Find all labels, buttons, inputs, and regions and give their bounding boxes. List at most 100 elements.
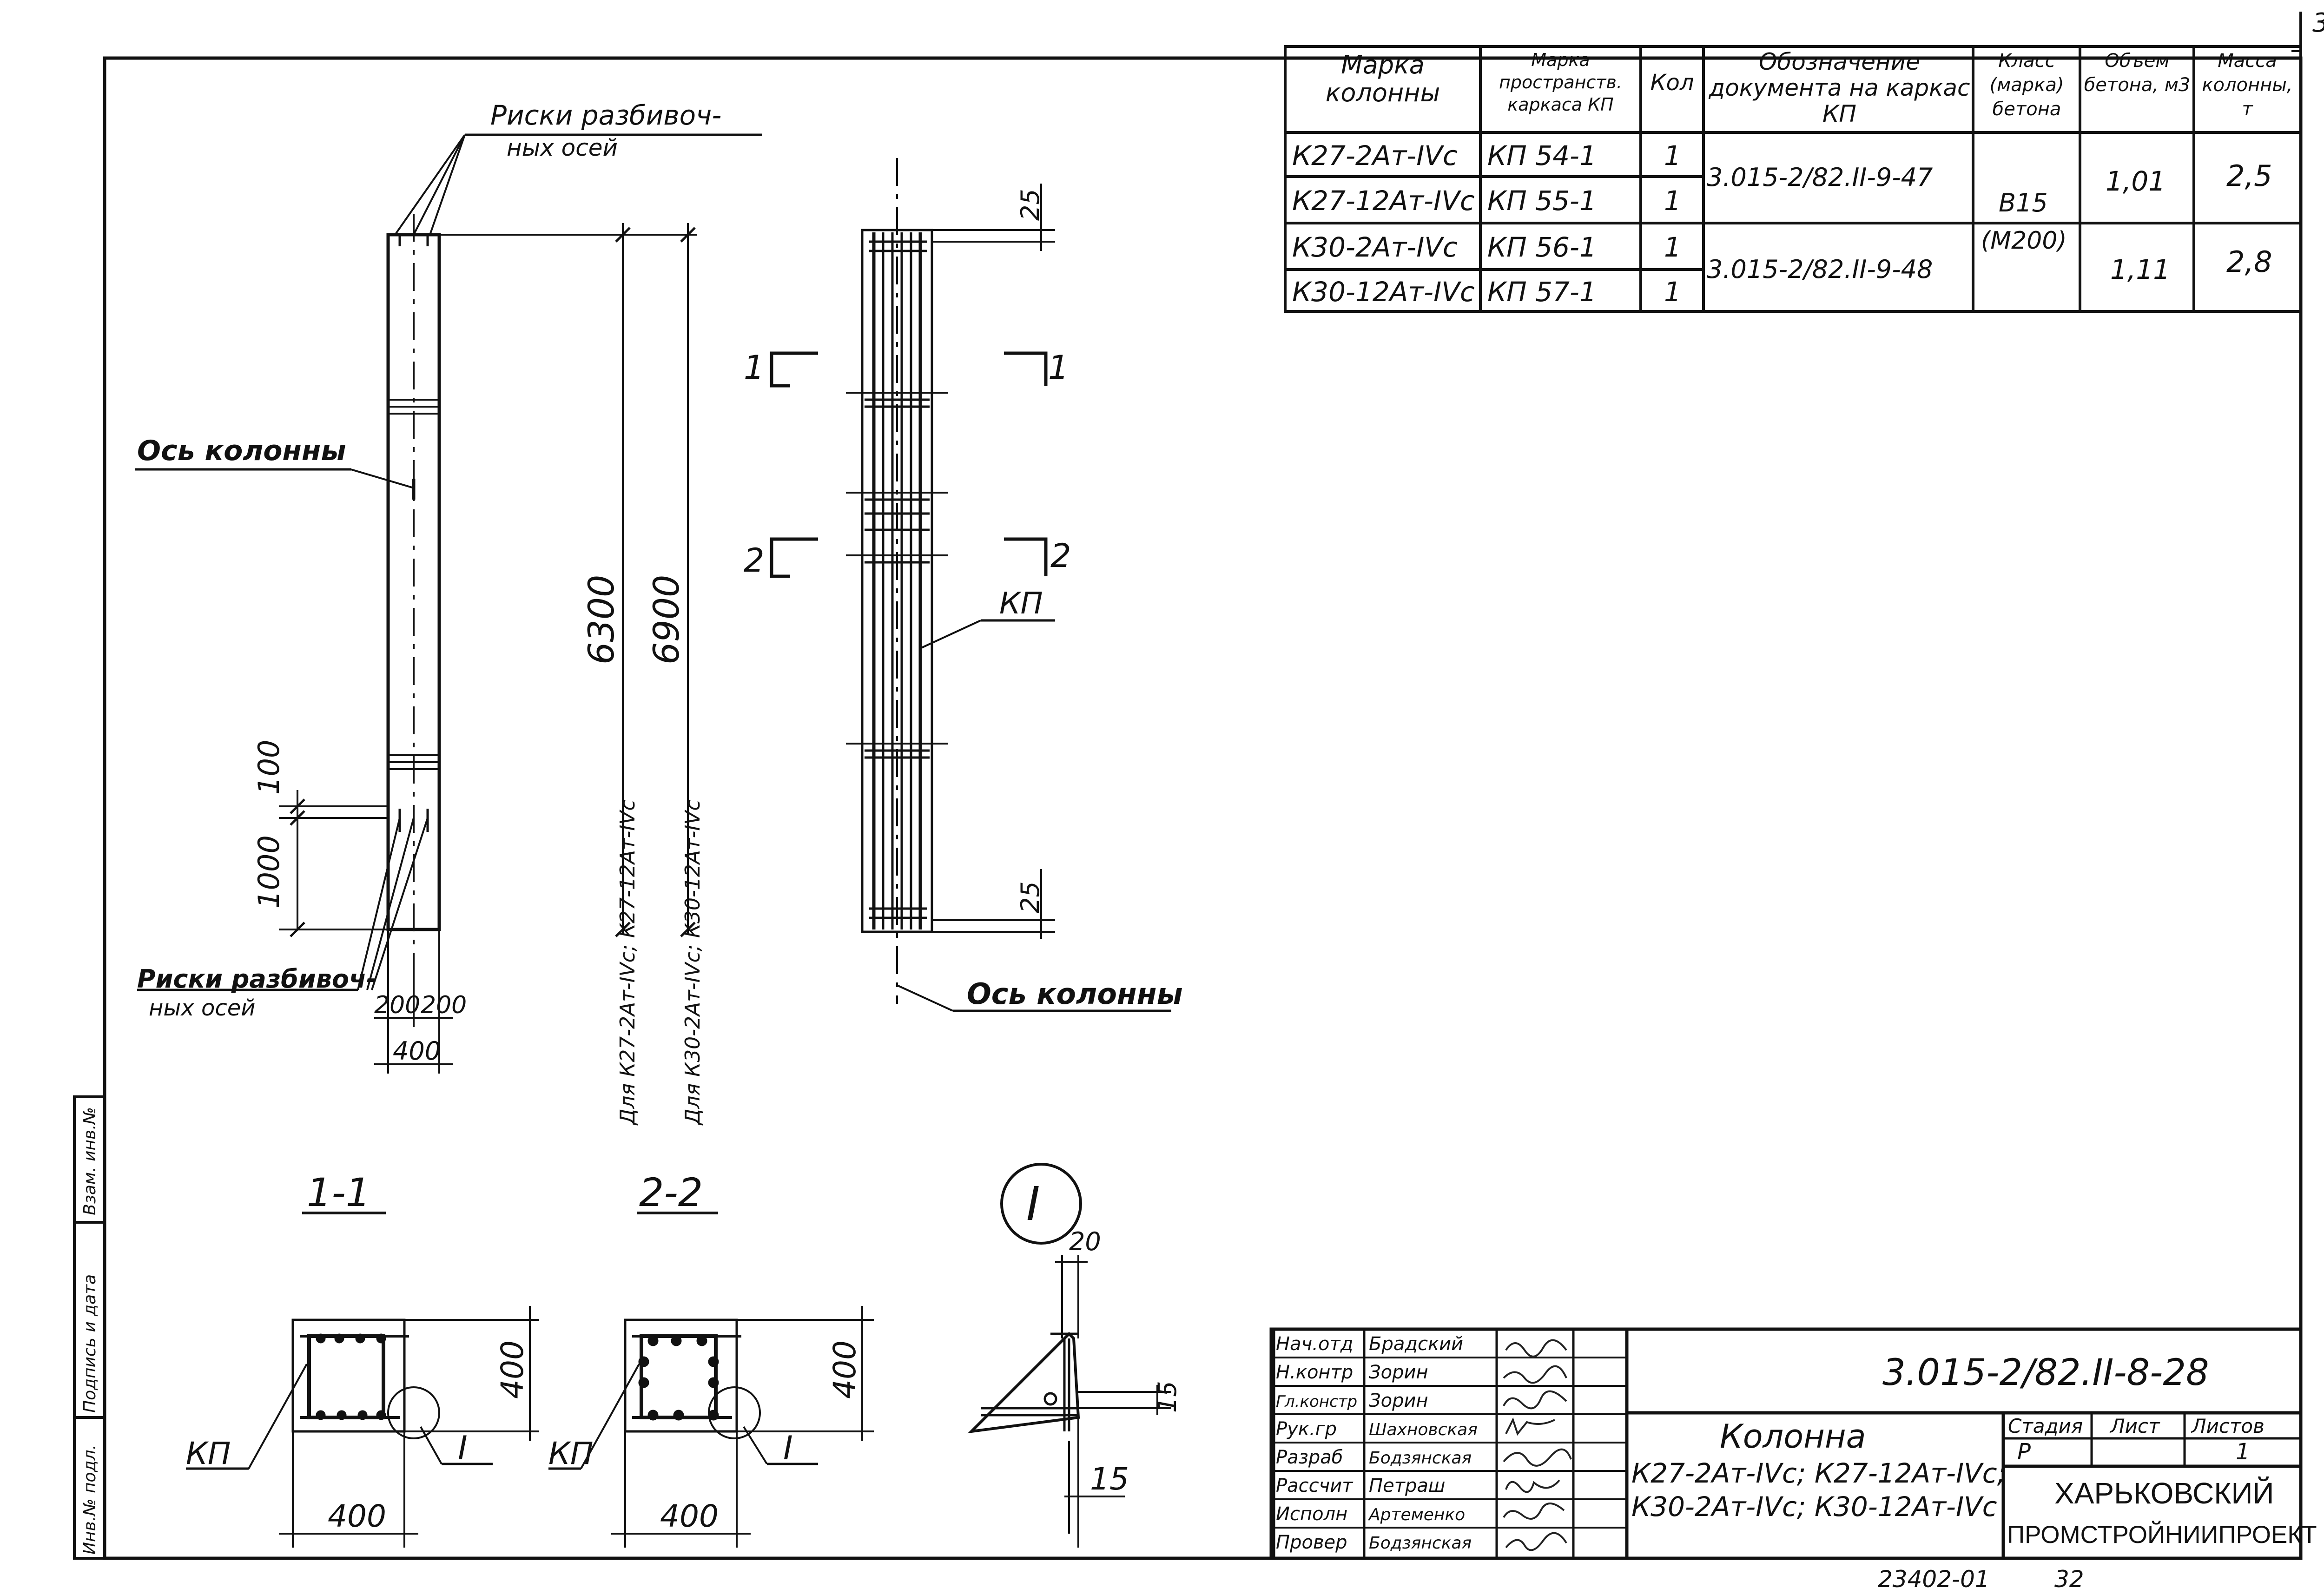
section-mark-1-right: 1 — [1048, 349, 1069, 387]
section-2-dim-400-vertical: 400 — [827, 1340, 863, 1399]
spec-table-headers: Марка колонны Марка пространств. каркаса… — [1326, 49, 2293, 127]
section-2-kp-label: КП — [548, 1436, 594, 1471]
header-concrete-volume: Объем бетона, м3 — [2084, 50, 2191, 96]
note-6900: Для К30-2Ат-IVс; К30-12Ат-IVс — [681, 799, 705, 1126]
organization-line2: ПРОМСТРОЙНИИПРОЕКТ — [2007, 1520, 2317, 1549]
header-quantity: Кол — [1650, 70, 1694, 96]
role-calculated: Рассчит — [1276, 1475, 1353, 1496]
table-row-frame: КП 56-1 — [1487, 231, 1597, 263]
dim-6900: 6900 — [646, 575, 687, 665]
section-mark-2-left: 2 — [744, 541, 765, 580]
name-executed: Артеменко — [1368, 1505, 1465, 1524]
dim-6300: 6300 — [581, 575, 622, 665]
name-head-dept: Брадский — [1369, 1333, 1463, 1355]
strip-signature-date: Подпись и дата — [80, 1274, 99, 1413]
dim-200-left: 200 — [374, 991, 420, 1019]
footer-page-number: 32 — [2054, 1566, 2084, 1593]
column-axis-label: Ось колонны — [137, 435, 346, 467]
stage-value: Р — [2017, 1439, 2031, 1465]
header-frame-mark: Марка пространств. каркаса КП — [1499, 50, 1622, 115]
header-column-mass: Масса колонны, т — [2202, 50, 2293, 120]
table-row-qty: 1 — [1664, 140, 1681, 171]
table-doc-1: 3.015-2/82.II-9-47 — [1707, 163, 1933, 192]
column-axis-label-2: Ось колонны — [967, 977, 1183, 1011]
section-mark-1-left: 1 — [744, 349, 765, 387]
table-row-column: К27-2Ат-IVс — [1292, 140, 1458, 171]
section-views — [186, 1212, 874, 1548]
node-detail — [967, 1163, 1171, 1548]
sheet-frame — [103, 12, 2303, 1560]
role-group-lead: Рук.гр — [1276, 1418, 1337, 1440]
name-developer: Бодзянская — [1369, 1449, 1472, 1468]
table-doc-2: 3.015-2/82.II-9-48 — [1707, 255, 1933, 284]
spec-table — [1284, 45, 2302, 313]
frame-label-kp: КП — [999, 587, 1043, 621]
handwritten-signatures — [1503, 1339, 1572, 1551]
strip-inventory-original: Инв.№ подл. — [80, 1444, 99, 1555]
section-1-dim-400-horizontal: 400 — [328, 1498, 386, 1534]
sheets-total: 1 — [2236, 1439, 2250, 1465]
section-title-2-2: 2-2 — [639, 1170, 703, 1215]
section-1-node-label: I — [458, 1429, 468, 1467]
section-mark-2-right: 2 — [1050, 537, 1071, 575]
role-checked: Провер — [1276, 1532, 1347, 1553]
cage-labels: 1 1 2 2 25 25 КП Ось колонны — [744, 189, 1183, 1011]
table-row-frame: КП 57-1 — [1487, 276, 1597, 308]
role-head-dept: Нач.отд — [1276, 1333, 1353, 1355]
left-margin-strip — [73, 1095, 106, 1560]
reinforcement-cage — [770, 158, 1171, 1012]
title-block — [1269, 1327, 2303, 1560]
table-row-qty: 1 — [1664, 185, 1681, 217]
sheets-header: Листов — [2191, 1415, 2265, 1437]
table-row-qty: 1 — [1664, 276, 1681, 308]
name-calculated: Петраш — [1369, 1475, 1446, 1496]
section-2-dim-400-horizontal: 400 — [660, 1498, 719, 1534]
title-block-texts: 3.015-2/82.II-8-28 Колонна К27-2Ат-IVс; … — [1631, 1352, 2317, 1549]
table-row-qty: 1 — [1664, 231, 1681, 263]
table-mass-2: 2,8 — [2226, 245, 2272, 279]
note-6300: Для К27-2Ат-IVс; К27-12Ат-IVс — [616, 799, 640, 1126]
node-dim-15-side: 15 — [1153, 1381, 1182, 1413]
table-mass-1: 2,5 — [2226, 159, 2272, 193]
node-dim-15-bottom: 15 — [1090, 1461, 1129, 1497]
section-1-kp-label: КП — [186, 1436, 231, 1471]
document-code: 3.015-2/82.II-8-28 — [1882, 1352, 2209, 1394]
section-1-dim-400-vertical: 400 — [495, 1340, 530, 1399]
table-row-frame: КП 55-1 — [1487, 185, 1597, 217]
table-row-column: К30-2Ат-IVс — [1292, 231, 1458, 263]
elevation-labels: Риски разбивоч- ных осей Ось колонны Рис… — [137, 99, 721, 1126]
risks-label-top-line1: Риски разбивоч- — [490, 99, 721, 131]
table-row-column: К27-12Ат-IVс — [1292, 185, 1475, 217]
table-concrete-grade: (М200) — [1981, 227, 2067, 255]
dim-25-bottom: 25 — [1016, 881, 1045, 913]
name-norm-control: Зорин — [1369, 1362, 1428, 1383]
role-chief-designer: Гл.констр — [1276, 1392, 1357, 1411]
organization-line1: ХАРЬКОВСКИЙ — [2054, 1476, 2274, 1510]
dim-100: 100 — [252, 740, 286, 795]
spec-table-rows: К27-2Ат-IVс КП 54-1 1 К27-12Ат-IVс КП 55… — [1292, 140, 2272, 308]
table-volume-1: 1,01 — [2106, 165, 2166, 197]
header-concrete-class: Класс (марка) бетона — [1989, 50, 2064, 120]
role-developer: Разраб — [1276, 1447, 1343, 1468]
strip-inventory-replaced: Взам. инв.№ — [80, 1107, 99, 1215]
table-row-frame: КП 54-1 — [1487, 140, 1597, 171]
dim-1000: 1000 — [252, 835, 286, 909]
drawing-title-line1: Колонна — [1720, 1417, 1866, 1456]
section-2-node-label: I — [783, 1429, 793, 1467]
section-title-1-1: 1-1 — [307, 1170, 370, 1215]
dim-25-top: 25 — [1016, 189, 1045, 221]
node-label-I: I — [1026, 1177, 1040, 1231]
sheet-header: Лист — [2109, 1415, 2160, 1437]
header-document: Обозначение документа на каркас КП — [1709, 49, 1970, 127]
role-norm-control: Н.контр — [1276, 1362, 1353, 1383]
node-dim-20: 20 — [1069, 1227, 1101, 1256]
section-labels: 1-1 2-2 400 400 КП I 400 400 КП I — [186, 1170, 863, 1534]
column-elevation — [135, 133, 762, 1074]
footer-archive-code: 23402-01 — [1878, 1566, 1990, 1593]
stage-header: Стадия — [2008, 1415, 2083, 1437]
risks-label-bottom-line2: ных осей — [149, 995, 255, 1021]
name-group-lead: Шахновская — [1369, 1420, 1478, 1439]
dim-200-right: 200 — [421, 991, 467, 1019]
title-block-signatures: Нач.отд Н.контр Гл.констр Рук.гр Разраб … — [1276, 1333, 1478, 1553]
